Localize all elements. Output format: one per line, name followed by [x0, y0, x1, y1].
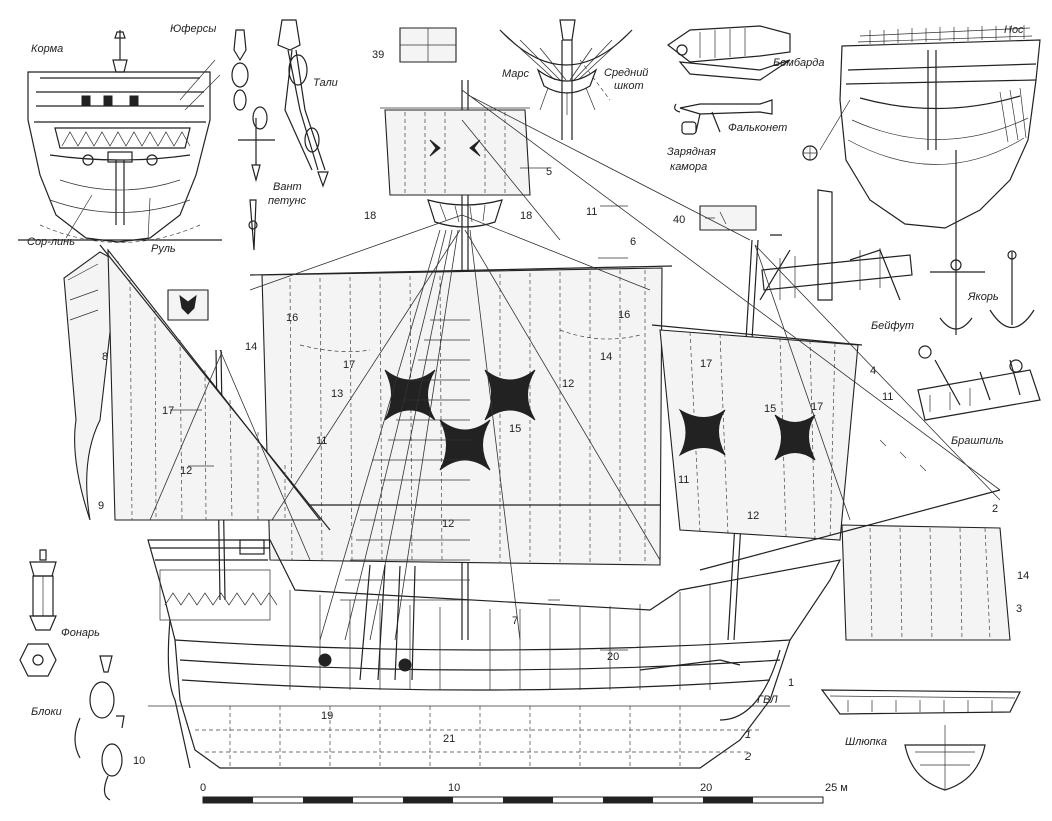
num-18-right: 18 [520, 210, 532, 222]
scale-tick-20: 20 [700, 782, 712, 794]
num-9: 9 [98, 500, 104, 512]
label-gvl: ГВЛ [757, 694, 778, 706]
scale-tick-10: 10 [448, 782, 460, 794]
falkonet-detail [674, 99, 773, 135]
beyfut-detail [759, 189, 913, 301]
label-bloki: Блоки [31, 706, 62, 718]
hull [147, 539, 842, 769]
num-15-fore: 15 [764, 403, 776, 415]
waterline-2: 2 [744, 751, 751, 763]
label-kamora: камора [670, 161, 707, 173]
main-topsail [380, 107, 531, 196]
spritsail [841, 524, 1011, 641]
scale-tick-25: 25 м [825, 782, 848, 794]
shlyupka [820, 689, 1021, 791]
label-zaryad: Зарядная [667, 146, 716, 158]
num-17-main: 17 [343, 359, 355, 371]
label-yufersy: Юферсы [170, 23, 216, 35]
num-11-top: 11 [586, 206, 597, 218]
num-12-mizzen: 12 [180, 465, 192, 477]
main-course [249, 265, 673, 566]
num-16-left: 16 [286, 312, 298, 324]
scale-bar [202, 796, 824, 804]
num-10: 10 [133, 755, 145, 767]
rigging [149, 89, 1001, 571]
label-shlyupka: Шлюпка [845, 736, 887, 748]
callout-leaders [170, 167, 628, 651]
num-5: 5 [546, 166, 552, 178]
tali-block [277, 19, 329, 188]
waterline-1: 1 [745, 729, 751, 741]
num-6: 6 [630, 236, 636, 248]
num-14-left: 14 [245, 341, 257, 353]
num-11-right: 11 [882, 391, 893, 403]
num-2: 2 [992, 503, 998, 515]
num-20: 20 [607, 651, 619, 663]
num-19: 19 [321, 710, 333, 722]
num-18-left: 18 [364, 210, 376, 222]
num-40: 40 [673, 214, 685, 226]
anchor-detail [930, 150, 1035, 335]
label-vant: Вант [273, 181, 302, 193]
num-14-mid: 14 [600, 351, 612, 363]
num-17-fore: 17 [700, 358, 712, 370]
num-13: 13 [331, 388, 343, 400]
num-16-right: 16 [618, 309, 630, 321]
mars-detail [499, 19, 633, 140]
label-falkonet: Фальконет [728, 122, 787, 134]
num-12-course: 12 [562, 378, 574, 390]
label-shkot: шкот [614, 80, 644, 92]
label-rul: Руль [151, 243, 176, 255]
num-17-mizzen: 17 [162, 405, 174, 417]
foresail [651, 324, 863, 541]
hull-lines [148, 649, 790, 768]
label-tali: Тали [313, 77, 338, 89]
num-17-fore-right: 17 [811, 401, 823, 413]
num-12-fore: 12 [747, 510, 759, 522]
num-39: 39 [372, 49, 384, 61]
num-3: 3 [1016, 603, 1022, 615]
label-brashpil: Брашпиль [951, 435, 1004, 447]
brashpil-detail [917, 345, 1041, 421]
label-korma: Корма [31, 43, 63, 55]
label-mars: Марс [502, 68, 530, 80]
num-15-main: 15 [509, 423, 521, 435]
num-11-left: 11 [316, 435, 327, 447]
mars-top [427, 199, 503, 228]
stern-view [18, 30, 222, 243]
label-sor-lin: Сор-линь [27, 236, 75, 248]
num-1: 1 [788, 677, 794, 689]
label-sredniy: Средний [604, 67, 648, 79]
num-7: 7 [512, 615, 518, 627]
bombarda-detail [666, 25, 791, 81]
scale-tick-0: 0 [200, 782, 206, 794]
num-4: 4 [870, 365, 876, 377]
num-8: 8 [102, 351, 108, 363]
label-fonar: Фонарь [61, 627, 100, 639]
lantern [29, 549, 57, 631]
num-11-mid: 11 [678, 474, 689, 486]
label-yakor: Якорь [967, 291, 999, 303]
label-nos: Нос [1004, 24, 1024, 36]
mizzen-sail [99, 244, 331, 531]
num-21: 21 [443, 733, 455, 745]
flags [63, 27, 757, 521]
bow-view [802, 25, 1041, 229]
label-bombarda: Бомбарда [773, 57, 824, 69]
num-12-main: 12 [442, 518, 454, 530]
label-petuns: петунс [268, 195, 307, 207]
label-beyfut: Бейфут [871, 320, 914, 332]
blocks [19, 643, 125, 801]
num-14-right: 14 [1017, 570, 1029, 582]
deadeye-tackle [231, 29, 275, 251]
